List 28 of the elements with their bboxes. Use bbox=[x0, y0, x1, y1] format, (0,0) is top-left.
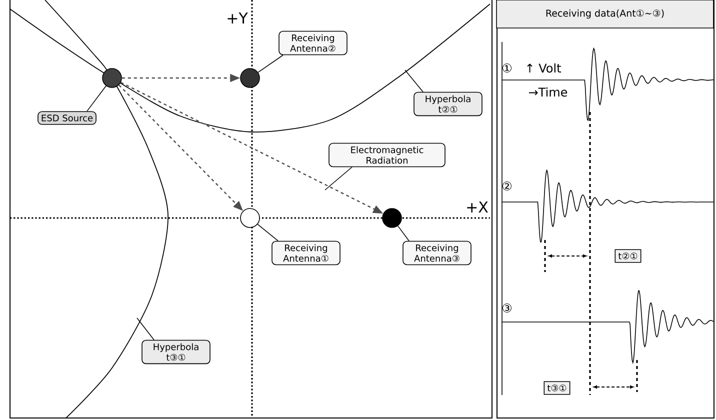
callout-box: Receiving Antenna① bbox=[272, 240, 340, 266]
time-label: t③① bbox=[544, 381, 570, 395]
leader-line bbox=[257, 224, 278, 242]
leader-line bbox=[398, 226, 410, 242]
waveform-label: ③ bbox=[502, 304, 512, 312]
leader-line bbox=[404, 70, 424, 92]
panel-header: Receiving data(Ant①∼③) bbox=[496, 0, 714, 28]
callout-box: Hyperbola t③① bbox=[142, 340, 210, 364]
waveform-label: ② bbox=[502, 182, 512, 190]
callout-box: Electromagnetic Radiation bbox=[328, 142, 446, 168]
antenna-dot bbox=[382, 208, 402, 228]
axis-label: +X bbox=[467, 202, 488, 212]
callout-box: Hyperbola t②① bbox=[414, 92, 482, 116]
time-label: t②① bbox=[614, 249, 642, 263]
callout-box: Receiving Antenna③ bbox=[402, 240, 472, 266]
waveform-label: →Time bbox=[528, 87, 568, 97]
leader-line bbox=[136, 318, 154, 340]
leader-line bbox=[86, 86, 106, 112]
antenna-dot bbox=[102, 68, 122, 88]
axis-label: +Y bbox=[228, 12, 248, 24]
callout-box: ESD Source bbox=[38, 111, 96, 125]
waveform-label: ① bbox=[502, 64, 512, 72]
waveform-label: ↑ Volt bbox=[527, 63, 561, 73]
antenna-dot bbox=[240, 68, 260, 88]
callout-box: Receiving Antenna② bbox=[278, 30, 348, 56]
antenna-dot bbox=[240, 208, 260, 228]
leader-line bbox=[324, 166, 352, 190]
leader-line bbox=[258, 54, 284, 73]
